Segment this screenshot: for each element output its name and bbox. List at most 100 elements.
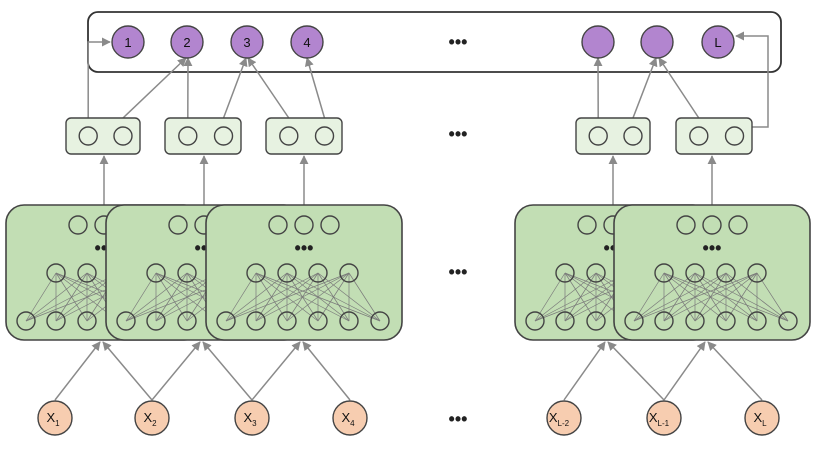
input-label-subscript: 4 [350,419,355,428]
network-node-hidden [586,263,606,283]
input-node [546,400,582,436]
input-node-label: X2 [143,410,157,428]
input-label-base: X [753,410,762,425]
network-node-top [168,215,188,235]
input-label-base: X [46,410,55,425]
network-node-input [586,311,606,331]
output-node [581,25,615,59]
network-node-hidden [177,263,197,283]
pair-node [213,126,234,146]
network-node-hidden [308,263,328,283]
arrow-to-network [563,341,606,401]
pair-node [314,126,335,146]
network-node-top [728,215,748,235]
ellipsis-inputs: ••• [449,409,468,429]
output-node-label: L [714,35,721,50]
arrow-to-output [122,57,187,119]
pair-box [164,117,242,155]
arrow-to-network [54,341,101,401]
pair-node [178,126,198,146]
network-edge [633,272,696,322]
input-node [646,400,682,436]
input-node [332,400,368,436]
network-node-input [116,311,136,331]
output-node [640,25,674,59]
input-node [134,400,170,436]
network-node-input [277,311,297,331]
output-node [230,25,264,59]
network-edge [25,272,119,322]
output-node [290,25,324,59]
network-edge [255,272,350,322]
arrow-to-output [304,57,326,119]
network-node-top [68,215,88,235]
network-node-top [676,215,696,235]
network-edge [663,272,758,322]
ellipsis-networks: ••• [449,262,468,282]
network-node-top [577,215,597,235]
network-node-input [339,311,359,331]
input-label-base: X [649,410,658,425]
pair-node [689,126,709,146]
network-edge [694,272,758,322]
arrow-to-network [202,341,253,401]
network-node-input [146,311,166,331]
input-node [234,400,270,436]
pair-node [724,126,745,146]
network-node-top [320,215,340,235]
arrow-right-loop [735,31,769,128]
output-pair-boxes [65,117,753,155]
input-node-label: XL-1 [649,410,670,428]
ellipsis-outputs: ••• [449,32,468,52]
network-node-hidden [716,263,736,283]
network-node-hidden [339,263,359,283]
network-edge [225,272,319,322]
network-node-input [624,311,644,331]
network-node-hidden [685,263,705,283]
network-edge [534,272,597,322]
input-node [744,400,780,436]
network-node-input [46,311,66,331]
arrow-to-network [302,341,351,401]
arrow-to-output [658,57,700,119]
network-node-hidden [277,263,297,283]
network-node-hidden [146,263,166,283]
arrow-to-network [151,341,201,401]
input-label-subscript: L [762,419,767,428]
input-node-label: X4 [341,410,355,428]
arrow-to-output [222,57,248,119]
neural-network-block: ••• [205,204,403,341]
output-node-label: 4 [303,35,310,50]
network-node-input [716,311,736,331]
output-node-label: 1 [124,35,131,50]
network-edge [534,272,628,322]
network-edge [125,272,219,322]
input-label-base: X [341,410,350,425]
network-node-input [246,311,266,331]
network-node-top [702,215,722,235]
network-node-input [16,311,36,331]
output-node [170,25,204,59]
pair-node [588,126,608,146]
network-edge [125,272,188,322]
pair-box [65,117,141,155]
network-node-input [177,311,197,331]
network-edge [25,272,88,322]
arrow-left-loop [87,37,111,118]
network-node-input [685,311,705,331]
network-edge [633,272,727,322]
pair-box [575,117,651,155]
arrow-to-output [632,57,658,119]
network-edge [225,272,288,322]
input-node [37,400,73,436]
network-edge [225,272,350,322]
arrow-to-network [251,341,301,401]
network-node-hidden [246,263,266,283]
input-node-label: X3 [243,410,257,428]
pair-node [279,126,299,146]
input-node-label: X1 [46,410,60,428]
output-node-label: 2 [183,35,190,50]
pair-box [675,117,753,155]
